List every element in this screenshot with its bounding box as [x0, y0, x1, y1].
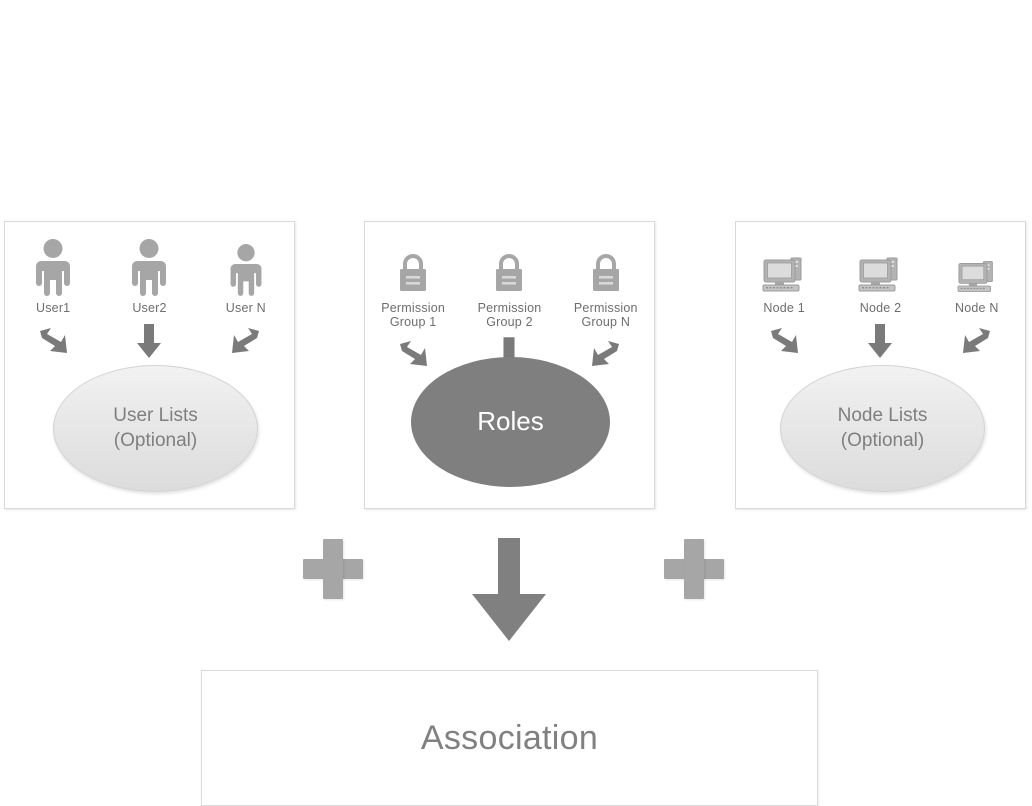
arrow-cell [562, 335, 650, 377]
node-label: Node N [955, 301, 999, 315]
computer-icon [857, 238, 903, 296]
plus-bar-vertical [323, 539, 343, 599]
association-box[interactable]: Association [201, 670, 818, 806]
user-label: User2 [132, 301, 167, 315]
icon-cell-permission-group-2[interactable]: Permission Group 2 [465, 238, 553, 329]
permission-group-label: Permission Group N [573, 301, 638, 329]
computer-icon [761, 238, 807, 296]
icon-cell-node-2[interactable]: Node 2 [836, 238, 924, 315]
node-label: Node 2 [859, 301, 902, 315]
arrow-down-large-icon [464, 536, 554, 646]
computer-icon [956, 238, 998, 296]
panel-roles[interactable]: Permission Group 1 Permission Group 2 [364, 221, 655, 509]
arrow-down-left-icon [962, 328, 990, 353]
ellipse-node-lists[interactable]: Node Lists (Optional) [780, 365, 985, 492]
arrow-cell [9, 322, 97, 360]
panel-nodes[interactable]: Node 1 [735, 221, 1026, 509]
arrow-cell [740, 322, 828, 360]
arrow-down-icon [868, 324, 893, 358]
icon-cell-permission-group-1[interactable]: Permission Group 1 [369, 238, 457, 329]
arrow-cell [836, 322, 924, 360]
arrow-down-right-icon [400, 341, 428, 366]
arrow-cell [369, 335, 457, 377]
person-icon [127, 238, 171, 296]
node-label: Node 1 [763, 301, 805, 315]
permission-group-label: Permission Group 2 [477, 301, 542, 329]
arrow-cell [105, 322, 193, 360]
node-arrow-row [736, 322, 1025, 360]
arrow-cell [202, 322, 290, 360]
arrow-down-right-icon [771, 328, 799, 353]
user-arrow-row [5, 322, 294, 360]
icon-cell-permission-group-n[interactable]: Permission Group N [562, 238, 650, 329]
permission-icon-row: Permission Group 1 Permission Group 2 [365, 238, 654, 329]
arrow-down-icon [137, 324, 162, 358]
ellipse-roles[interactable]: Roles [411, 357, 610, 487]
person-icon [31, 238, 75, 296]
user-label: User1 [35, 301, 71, 315]
icon-cell-node-n[interactable]: Node N [933, 238, 1021, 315]
arrow-down-right-icon [40, 328, 68, 353]
plus-operator-1 [303, 539, 363, 599]
panel-row: User1 User2 [0, 221, 1032, 599]
user-label: User N [225, 301, 266, 315]
association-label: Association [420, 718, 599, 757]
icon-cell-user-1[interactable]: User1 [9, 238, 97, 315]
arrow-down-left-icon [231, 328, 259, 353]
plus-bar-vertical [684, 539, 704, 599]
person-icon [226, 238, 266, 296]
node-icon-row: Node 1 [736, 238, 1025, 315]
ellipse-user-lists[interactable]: User Lists (Optional) [53, 365, 258, 492]
icon-cell-user-n[interactable]: User N [202, 238, 290, 315]
lock-icon [394, 238, 432, 296]
user-icon-row: User1 User2 [5, 238, 294, 315]
panel-users[interactable]: User1 User2 [4, 221, 295, 509]
plus-operator-2 [664, 539, 724, 599]
arrow-down-left-icon [591, 341, 619, 366]
permission-group-label: Permission Group 1 [381, 301, 446, 329]
icon-cell-node-1[interactable]: Node 1 [740, 238, 828, 315]
arrow-cell [933, 322, 1021, 360]
lock-icon [490, 238, 528, 296]
lock-icon [587, 238, 625, 296]
icon-cell-user-2[interactable]: User2 [105, 238, 193, 315]
